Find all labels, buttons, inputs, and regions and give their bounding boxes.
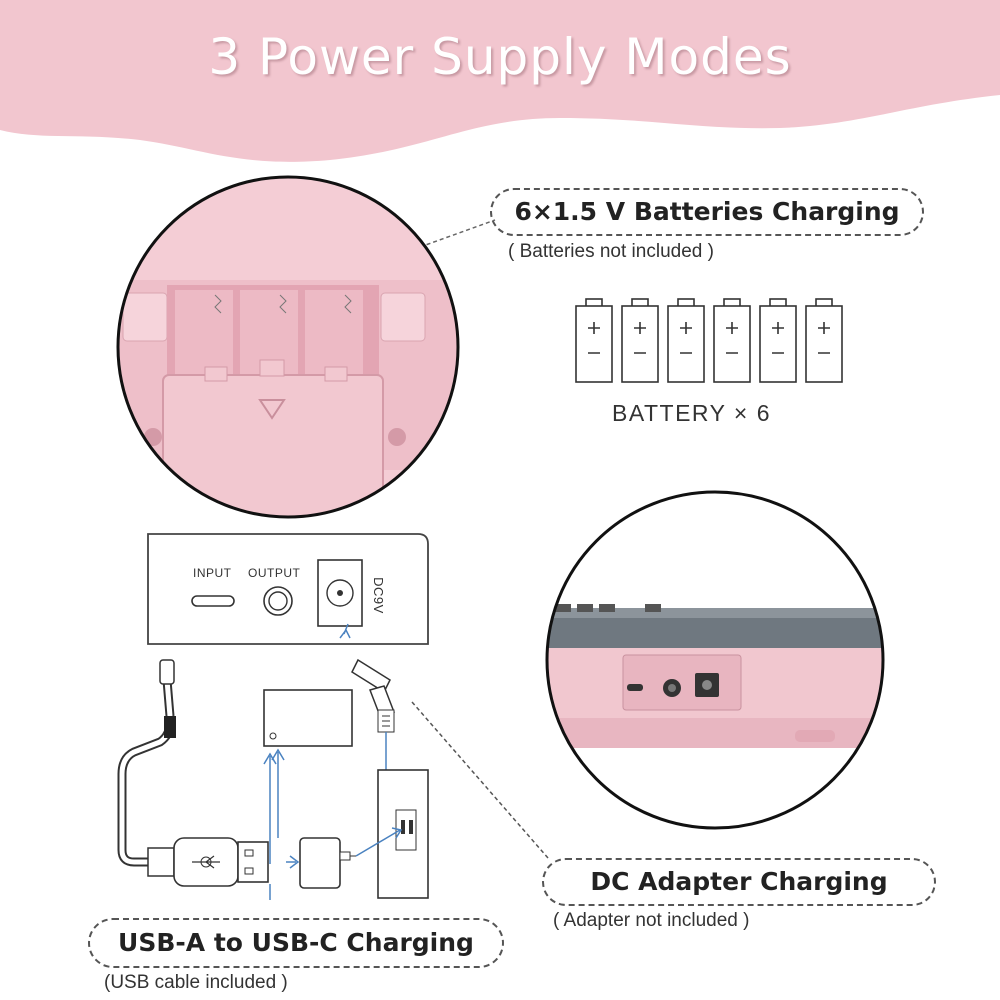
battery-icon [759, 298, 797, 383]
battery-caption: BATTERY × 6 [612, 400, 772, 426]
battery-icon [575, 298, 613, 383]
port-label-output: OUTPUT [248, 566, 301, 580]
battery-icon [621, 298, 659, 383]
battery-icon-row [575, 298, 843, 383]
header-band [0, 0, 1000, 162]
page-title: 3 Power Supply Modes [208, 28, 792, 86]
usb-mode-note: (USB cable included ) [104, 972, 288, 993]
dc-mode-note: ( Adapter not included ) [553, 910, 750, 931]
usb-mode-title: USB-A to USB-C Charging [88, 918, 504, 968]
battery-compartment-photo [116, 175, 496, 519]
battery-icon [713, 298, 751, 383]
port-label-dc9v: DC9V [370, 577, 386, 614]
battery-icon [805, 298, 843, 383]
battery-icon [667, 298, 705, 383]
usb-mode-title-text: USB-A to USB-C Charging [118, 928, 474, 957]
port-label-input: INPUT [193, 566, 232, 580]
dc-mode-title: DC Adapter Charging [542, 858, 936, 906]
wiring-diagram [117, 533, 549, 900]
battery-mode-title-text: 6×1.5 V Batteries Charging [514, 197, 900, 226]
battery-mode-title: 6×1.5 V Batteries Charging [490, 188, 924, 236]
dc-port-photo [545, 490, 885, 830]
dc-mode-title-text: DC Adapter Charging [590, 867, 888, 896]
battery-mode-note: ( Batteries not included ) [508, 241, 714, 262]
